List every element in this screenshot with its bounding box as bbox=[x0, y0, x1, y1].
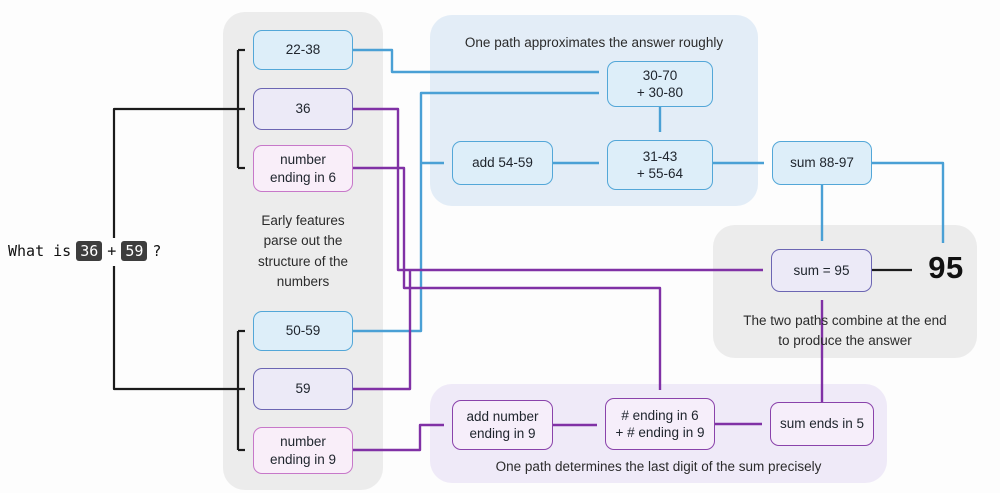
operand-59-token: 59 bbox=[121, 241, 148, 261]
node-range-22-38: 22-38 bbox=[253, 30, 353, 70]
edge-22-38-to-30-70 bbox=[353, 48, 599, 74]
edge-prompt-to-36 bbox=[112, 107, 245, 238]
approx-caption: One path approximates the answer roughly bbox=[464, 35, 724, 50]
prompt-suffix: ? bbox=[152, 242, 162, 260]
final-answer-95: 95 bbox=[928, 250, 964, 285]
node-add-54-59: add 54-59 bbox=[452, 141, 553, 185]
node-sum-30-70-30-80: 30-70 + 30-80 bbox=[607, 61, 713, 107]
edge-ending-6-to-combined bbox=[353, 166, 662, 390]
plus-operator: + bbox=[107, 242, 117, 260]
node-range-50-59: 50-59 bbox=[253, 311, 353, 351]
edge-ending-9-to-add-ending-9 bbox=[353, 423, 444, 452]
node-sum-88-97: sum 88-97 bbox=[772, 141, 872, 185]
operand-36-token: 36 bbox=[76, 241, 103, 261]
prompt-prefix: What is bbox=[8, 242, 72, 260]
node-ending-6: number ending in 6 bbox=[253, 145, 353, 192]
edge-36-to-sum-95 bbox=[353, 107, 763, 272]
node-add-ending-9: add number ending in 9 bbox=[452, 400, 553, 450]
edge-50-59-to-30-70 bbox=[353, 91, 599, 333]
node-sum-95: sum = 95 bbox=[771, 249, 872, 292]
node-sum-31-43-55-64: 31-43 + 55-64 bbox=[607, 140, 713, 190]
node-ending-6-plus-9: # ending in 6 + # ending in 9 bbox=[605, 398, 715, 450]
node-ending-9: number ending in 9 bbox=[253, 427, 353, 474]
node-sum-ends-5: sum ends in 5 bbox=[770, 402, 874, 446]
prompt-text: What is 36 + 59 ? bbox=[8, 241, 161, 261]
node-59: 59 bbox=[253, 368, 353, 410]
edge-prompt-to-59 bbox=[112, 266, 245, 391]
combine-caption: The two paths combine at the end to prod… bbox=[743, 313, 947, 348]
edge-sum-88-97-to-95 bbox=[872, 161, 945, 243]
node-36: 36 bbox=[253, 88, 353, 130]
features-caption: Early features parse out the structure o… bbox=[257, 213, 349, 289]
precise-caption: One path determines the last digit of th… bbox=[495, 459, 822, 474]
edge-59-to-sum-95 bbox=[353, 270, 412, 391]
